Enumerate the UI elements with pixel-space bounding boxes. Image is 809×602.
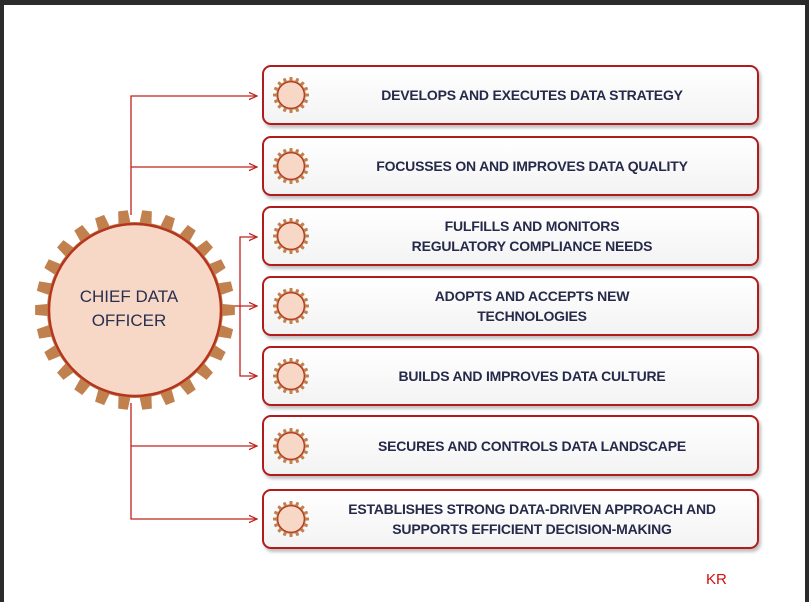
gear-face — [277, 222, 305, 250]
small-gear-icon — [273, 428, 309, 464]
role-box-decision-making: ESTABLISHES STRONG DATA-DRIVEN APPROACH … — [262, 489, 759, 549]
chief-data-officer-line-1: CHIEF DATA — [79, 287, 179, 306]
role-text: FOCUSSES ON AND IMPROVES DATA QUALITY — [376, 158, 688, 174]
gear-face — [47, 222, 223, 398]
role-box-culture: BUILDS AND IMPROVES DATA CULTURE — [262, 346, 759, 406]
gear-face — [277, 81, 305, 109]
role-text-line-1: ESTABLISHES STRONG DATA-DRIVEN APPROACH … — [348, 501, 716, 517]
role-text: SECURES AND CONTROLS DATA LANDSCAPE — [377, 437, 686, 454]
role-box-security: SECURES AND CONTROLS DATA LANDSCAPE — [262, 415, 759, 476]
gear-face — [277, 292, 305, 320]
chief-data-officer-label: CHIEF DATA OFFICER — [49, 285, 209, 333]
gear-face — [277, 505, 305, 533]
chief-data-officer-line-2: OFFICER — [91, 311, 167, 330]
connector-culture — [239, 306, 257, 376]
gear-face — [277, 432, 305, 460]
chief-data-officer-gear-icon — [35, 210, 235, 410]
role-text-line-2: SUPPORTS EFFICIENT DECISION-MAKING — [392, 521, 672, 537]
author-initials: KR — [706, 571, 727, 588]
role-box-strategy: DEVELOPS AND EXECUTES DATA STRATEGY — [262, 65, 759, 125]
role-box-quality: FOCUSSES ON AND IMPROVES DATA QUALITY — [262, 136, 759, 196]
role-text-line-1: FULFILLS AND MONITORS — [444, 218, 620, 234]
role-text-line-2: REGULATORY COMPLIANCE NEEDS — [411, 238, 653, 254]
small-gear-icon — [273, 501, 309, 537]
role-text-line-1: ADOPTS AND ACCEPTS NEW — [434, 288, 630, 304]
diagram-canvas: CHIEF DATA OFFICER DEVELOPS AND EXECUTES… — [4, 5, 805, 602]
connector-strategy — [130, 96, 257, 215]
small-gear-icon — [273, 148, 309, 184]
small-gear-icon — [273, 288, 309, 324]
role-text: BUILDS AND IMPROVES DATA CULTURE — [398, 368, 666, 384]
gear-face — [277, 362, 305, 390]
role-box-compliance: FULFILLS AND MONITORS REGULATORY COMPLIA… — [262, 206, 759, 266]
connector-decision-making — [130, 403, 257, 519]
small-gear-icon — [273, 358, 309, 394]
role-text: DEVELOPS AND EXECUTES DATA STRATEGY — [381, 87, 683, 103]
small-gear-icon — [273, 77, 309, 113]
role-text-line-2: TECHNOLOGIES — [477, 308, 587, 324]
gear-face — [277, 152, 305, 180]
small-gear-icon — [273, 218, 309, 254]
role-box-technologies: ADOPTS AND ACCEPTS NEW TECHNOLOGIES — [262, 276, 759, 336]
